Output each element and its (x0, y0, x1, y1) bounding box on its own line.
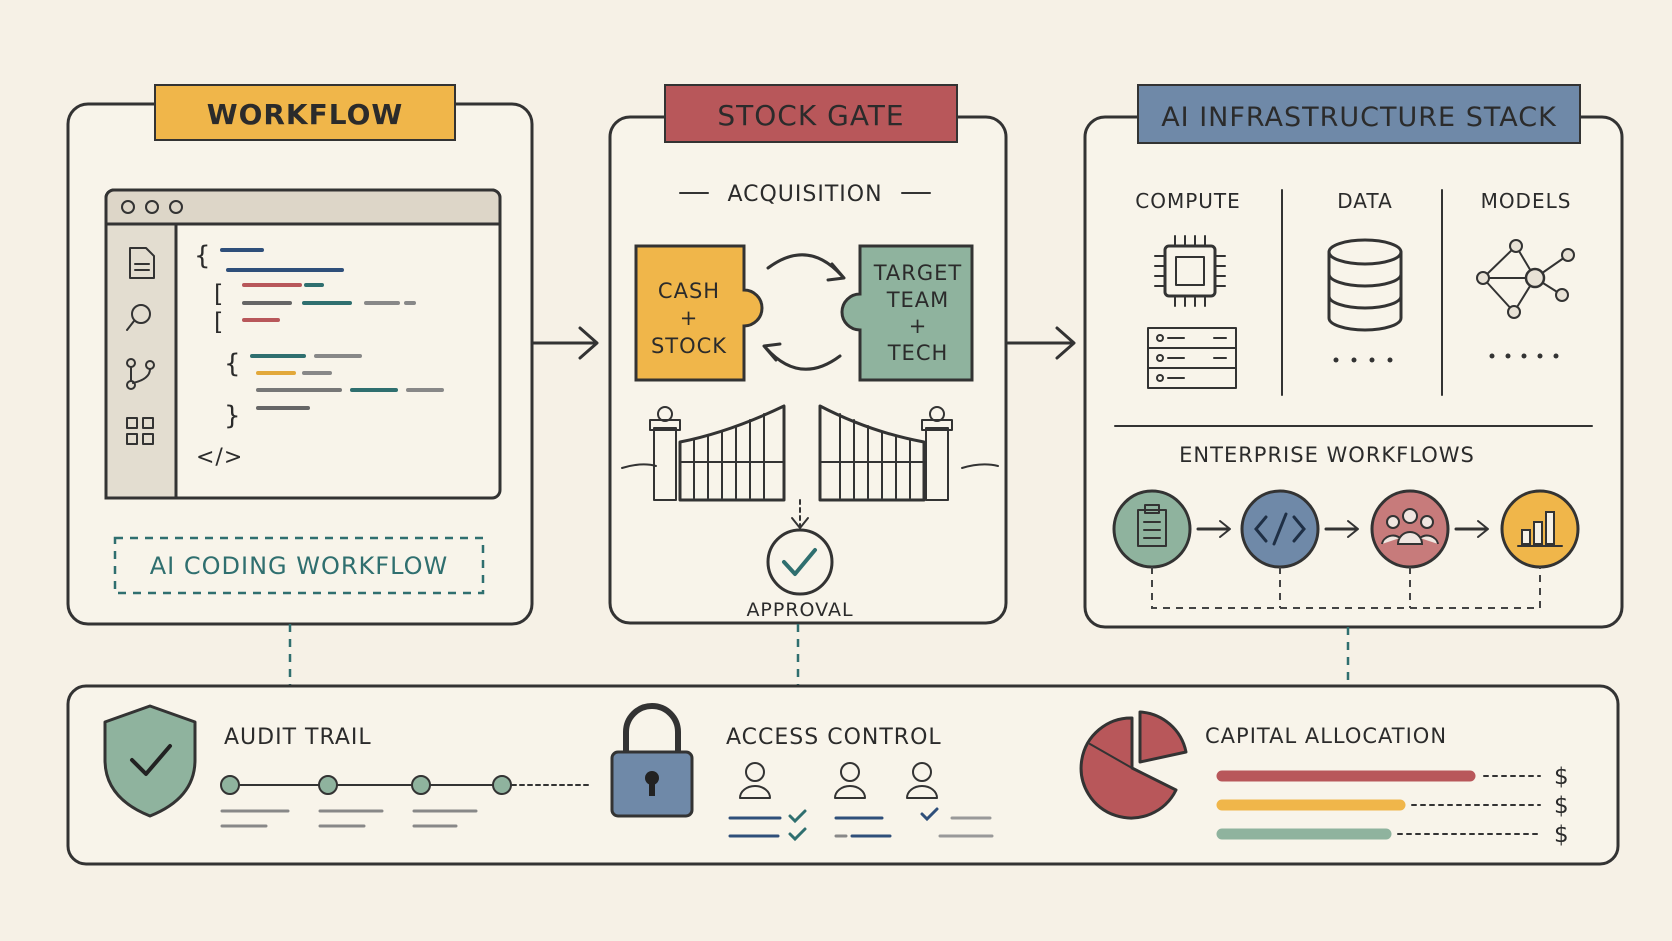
approval-label: APPROVAL (746, 599, 853, 621)
audit-trail-label: AUDIT TRAIL (224, 725, 372, 750)
search-icon (126, 304, 151, 331)
code-tag: </> (196, 445, 243, 470)
window-dot-icon (145, 200, 159, 214)
acquisition-subtitle: ACQUISITION (727, 182, 882, 207)
allocation-bars (1216, 770, 1541, 840)
audit-timeline (220, 775, 591, 828)
code-bracket: [ (214, 308, 224, 336)
column-data: DATA (1337, 189, 1393, 213)
puzzle-left-line-1: CASH (658, 279, 720, 303)
server-rack-icon (1147, 327, 1237, 389)
puzzle-right-line-1: TARGET (873, 261, 963, 285)
pie-chart-icon (1079, 710, 1188, 820)
ai-stack-panel: AI INFRASTRUCTURE STACK COMPUTE DATA MOD… (1083, 84, 1624, 629)
shield-check-icon (103, 704, 197, 818)
access-control-label: ACCESS CONTROL (726, 725, 942, 750)
target-team-puzzle-piece: TARGET TEAM + TECH (840, 244, 974, 382)
lock-icon (610, 703, 694, 818)
gate-icon (621, 404, 999, 502)
cash-stock-puzzle-piece: CASH + STOCK (634, 244, 764, 382)
governance-panel-frame (66, 684, 1620, 866)
enterprise-workflow-chain (1112, 489, 1580, 609)
workflow-panel: WORKFLOW (66, 84, 534, 626)
access-users (728, 762, 994, 842)
file-icon (129, 247, 155, 279)
puzzle-right-line-4: TECH (887, 341, 949, 365)
approval-check-icon (766, 528, 834, 596)
workflow-title-tag (154, 84, 456, 141)
governance-panel: AUDIT TRAIL ACCESS CONTROL (66, 684, 1620, 866)
stock-gate-panel: STOCK GATE ACQUISITION CASH + STOCK TARG… (608, 84, 1008, 625)
exchange-arrows-icon (762, 253, 846, 371)
column-compute: COMPUTE (1135, 189, 1241, 213)
ai-stack-title-tag (1137, 84, 1581, 144)
database-icon (1327, 238, 1403, 363)
neural-network-icon (1476, 239, 1575, 359)
team-icon (1370, 489, 1450, 569)
code-window-titlebar (104, 188, 502, 226)
ai-coding-label-frame (113, 536, 485, 595)
arrow-right-icon (1006, 326, 1076, 360)
window-dot-icon (121, 200, 135, 214)
window-dot-icon (169, 200, 183, 214)
code-bracket: [ (214, 280, 224, 308)
ai-stack-title: AI INFRASTRUCTURE STACK (1161, 102, 1557, 133)
git-branch-icon (126, 358, 155, 390)
user-icon (834, 762, 866, 799)
dollar-sign: $ (1554, 793, 1570, 819)
dollar-sign: $ (1554, 764, 1570, 790)
code-brace: { (224, 349, 242, 379)
arrow-right-icon (530, 326, 599, 360)
code-window: { [ [ { } (104, 188, 502, 500)
enterprise-workflows-label: ENTERPRISE WORKFLOWS (1179, 443, 1475, 467)
ai-coding-label: AI CODING WORKFLOW (150, 552, 449, 580)
user-icon (906, 762, 938, 799)
grid-icon (126, 417, 154, 445)
stock-gate-title: STOCK GATE (717, 99, 904, 132)
dollar-sign: $ (1554, 822, 1570, 848)
puzzle-left-line-3: STOCK (651, 334, 727, 358)
code-lines: { [ [ { } (194, 241, 444, 431)
stock-gate-title-tag (664, 84, 958, 143)
capital-allocation-label: CAPITAL ALLOCATION (1205, 724, 1447, 748)
puzzle-right-line-3: + (909, 314, 928, 338)
code-brace: } (224, 401, 242, 431)
puzzle-left-line-2: + (680, 306, 699, 330)
puzzle-right-line-2: TEAM (886, 288, 950, 312)
column-models: MODELS (1481, 189, 1572, 213)
user-icon (739, 762, 771, 799)
code-brace: { (194, 241, 212, 271)
workflow-title: WORKFLOW (207, 98, 404, 131)
cpu-chip-icon (1154, 235, 1226, 307)
code-window-sidebar (104, 222, 178, 500)
